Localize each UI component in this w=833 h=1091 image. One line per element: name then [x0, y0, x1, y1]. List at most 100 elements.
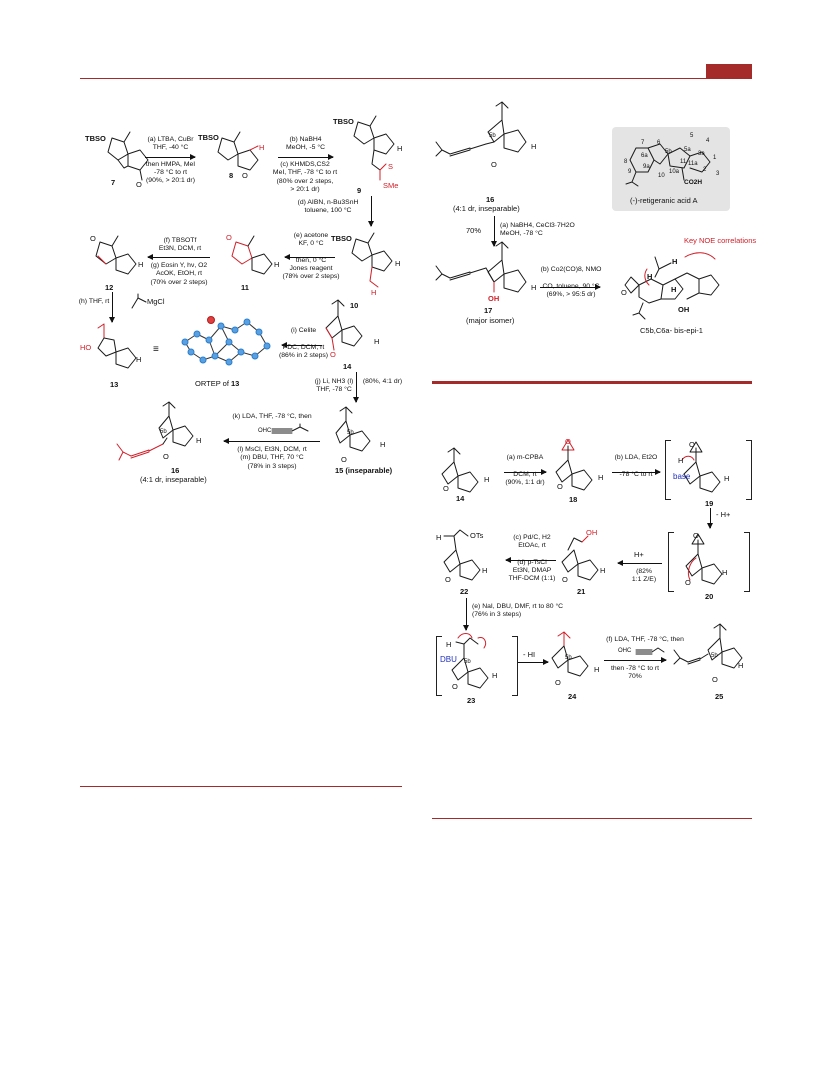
- box-atom-1: 1: [713, 155, 717, 161]
- arrow-h-plus: [617, 560, 662, 566]
- nai-conditions: (e) NaI, DBU, DMF, rt to 80 °C (76% in 3…: [472, 603, 564, 619]
- box-atom-11: 11: [680, 159, 687, 165]
- structure-21: [561, 535, 599, 581]
- step-lm-conditions: (l) MsCl, Et3N, DCM, rt (m) DBU, THF, 70…: [237, 446, 307, 470]
- aldehyde-reagent-left: [271, 423, 309, 434]
- header-rule: [80, 78, 752, 79]
- step-g-conditions: (g) Eosin Y, hν, O2 AcOK, EtOH, rt (70% …: [150, 262, 208, 286]
- structure-18: [555, 439, 593, 491]
- step-f-conditions: (f) TBSOTf Et3N, DCM, rt: [158, 237, 202, 253]
- box-atom-9a: 9a: [643, 164, 650, 170]
- right-step-b-conditions: (b) Co2(CO)8, NMO CO, toluene, 90 °C (69…: [540, 266, 602, 298]
- compound-14-right-label: 14: [456, 494, 465, 503]
- h-label-19: H: [678, 456, 684, 465]
- product-label: C5b,C6a- bis-epi-1: [640, 326, 703, 335]
- step-e-conditions: (e) acetone KF, 0 °C then, 0 °C Jones re…: [282, 232, 340, 281]
- h-red-label-10: H: [371, 288, 377, 297]
- h-label-12: H: [138, 260, 144, 269]
- pd-tscl-conditions: (c) Pd/C, H2 EtOAc, rt (d) p-TsCl Et3N, …: [508, 534, 556, 583]
- right-bottom-rule: [432, 818, 752, 819]
- o-label-21: O: [562, 575, 568, 584]
- structure-25: [673, 623, 743, 669]
- ohc-label-right: OHC: [618, 648, 632, 654]
- arrow-right-step-b: [540, 284, 601, 290]
- o-label-7: O: [136, 180, 142, 189]
- lda-aldehyde-conditions: (f) LDA, THF, -78 °C, then: [606, 636, 684, 643]
- left-bottom-rule: [80, 786, 402, 787]
- h-label-17: H: [531, 283, 537, 292]
- h-label-21: H: [600, 566, 606, 575]
- c5b-label-23: 5b: [464, 659, 471, 665]
- arrow-step-klm: [223, 438, 320, 444]
- o-label-16-right: O: [491, 160, 497, 169]
- compound-14-left-label: 14: [343, 362, 352, 371]
- arrow-step-h: [109, 292, 115, 323]
- retigeranic-acid-structure: [625, 143, 711, 187]
- aldehyde-reagent-right: [635, 647, 665, 655]
- arrow-lda: [612, 469, 661, 475]
- box-atom-5a: 5a: [684, 147, 691, 153]
- h-label-18: H: [598, 473, 604, 482]
- structure-11: [231, 235, 273, 275]
- bracket-left-19: [665, 440, 671, 500]
- sme-label-9: SMe: [383, 181, 399, 190]
- minus-h-label: - H+: [716, 510, 731, 519]
- structure-23: [451, 633, 489, 689]
- h-label-16-left: H: [196, 436, 202, 445]
- arrow-pd-tscl: [505, 557, 556, 563]
- step-c-conditions: (c) KHMDS,CS2 MeI, THF, -78 °C to rt (80…: [272, 161, 338, 193]
- o-label-15: O: [341, 455, 347, 464]
- minus-hi-label: - HI: [523, 650, 536, 659]
- bracket-left-23: [436, 636, 442, 696]
- structure-24: [551, 631, 589, 677]
- box-atom-5: 5: [690, 133, 694, 139]
- structure-8: [217, 131, 259, 171]
- structure-9: [353, 115, 395, 181]
- arrow-step-i: [281, 342, 322, 348]
- bracket-right-23: [512, 636, 518, 696]
- box-atom-co2h: CO2H: [684, 179, 703, 186]
- o-label-18-b: O: [557, 482, 563, 491]
- arrow-nai: [463, 598, 469, 631]
- tbso-label-8: TBSO: [198, 133, 219, 142]
- lda-aldehyde-yield: then -78 °C to rt 70%: [610, 665, 660, 681]
- structure-16-right: [435, 101, 527, 157]
- structure-14-left: [325, 299, 363, 351]
- compound-16-left-label: 16: [171, 466, 180, 475]
- header-badge: [706, 64, 752, 78]
- o-label-8: O: [242, 171, 248, 180]
- h-label-13: H: [136, 355, 142, 364]
- o-label-11: O: [226, 233, 232, 242]
- compound-25-label: 25: [715, 692, 724, 701]
- s-label-9: S: [388, 162, 394, 171]
- right-section-rule: [432, 381, 752, 384]
- o-label-14-left: O: [330, 350, 336, 359]
- compound-17-note: (major isomer): [466, 316, 515, 325]
- compound-21-label: 21: [577, 587, 586, 596]
- box-atom-9: 9: [628, 169, 632, 175]
- mgcl-label: MgCl: [147, 297, 165, 306]
- oh-label-17: OH: [488, 294, 500, 303]
- box-atom-2: 2: [703, 167, 707, 173]
- arrow-minus-h: [707, 508, 713, 529]
- structure-12: [95, 235, 137, 275]
- h-label-product-2: H: [672, 257, 678, 266]
- box-atom-3: 3: [716, 171, 720, 177]
- compound-9-label: 9: [357, 186, 362, 195]
- structure-10: [351, 232, 393, 288]
- structure-13: [97, 323, 137, 369]
- compound-22-label: 22: [460, 587, 469, 596]
- box-atom-8: 8: [624, 159, 628, 165]
- arrow-step-j: [353, 372, 359, 403]
- c5b-label-16-left: 5b: [160, 429, 167, 435]
- h-label-22: H: [482, 566, 488, 575]
- step-j-conditions: (j) Li, NH3 (l) THF, -78 °C: [314, 378, 354, 394]
- epox-step-conditions: (a) m-CPBA DCM, rt (90%, 1:1 dr): [505, 454, 545, 486]
- ortep-13-diagram: [181, 316, 271, 366]
- o-label-20-b: O: [685, 578, 691, 587]
- h-label-19-b: H: [724, 474, 730, 483]
- compound-20-label: 20: [705, 592, 714, 601]
- h-plus-label: H+: [634, 550, 644, 559]
- box-atom-6: 6: [657, 140, 661, 146]
- arrow-step-e: [284, 254, 335, 260]
